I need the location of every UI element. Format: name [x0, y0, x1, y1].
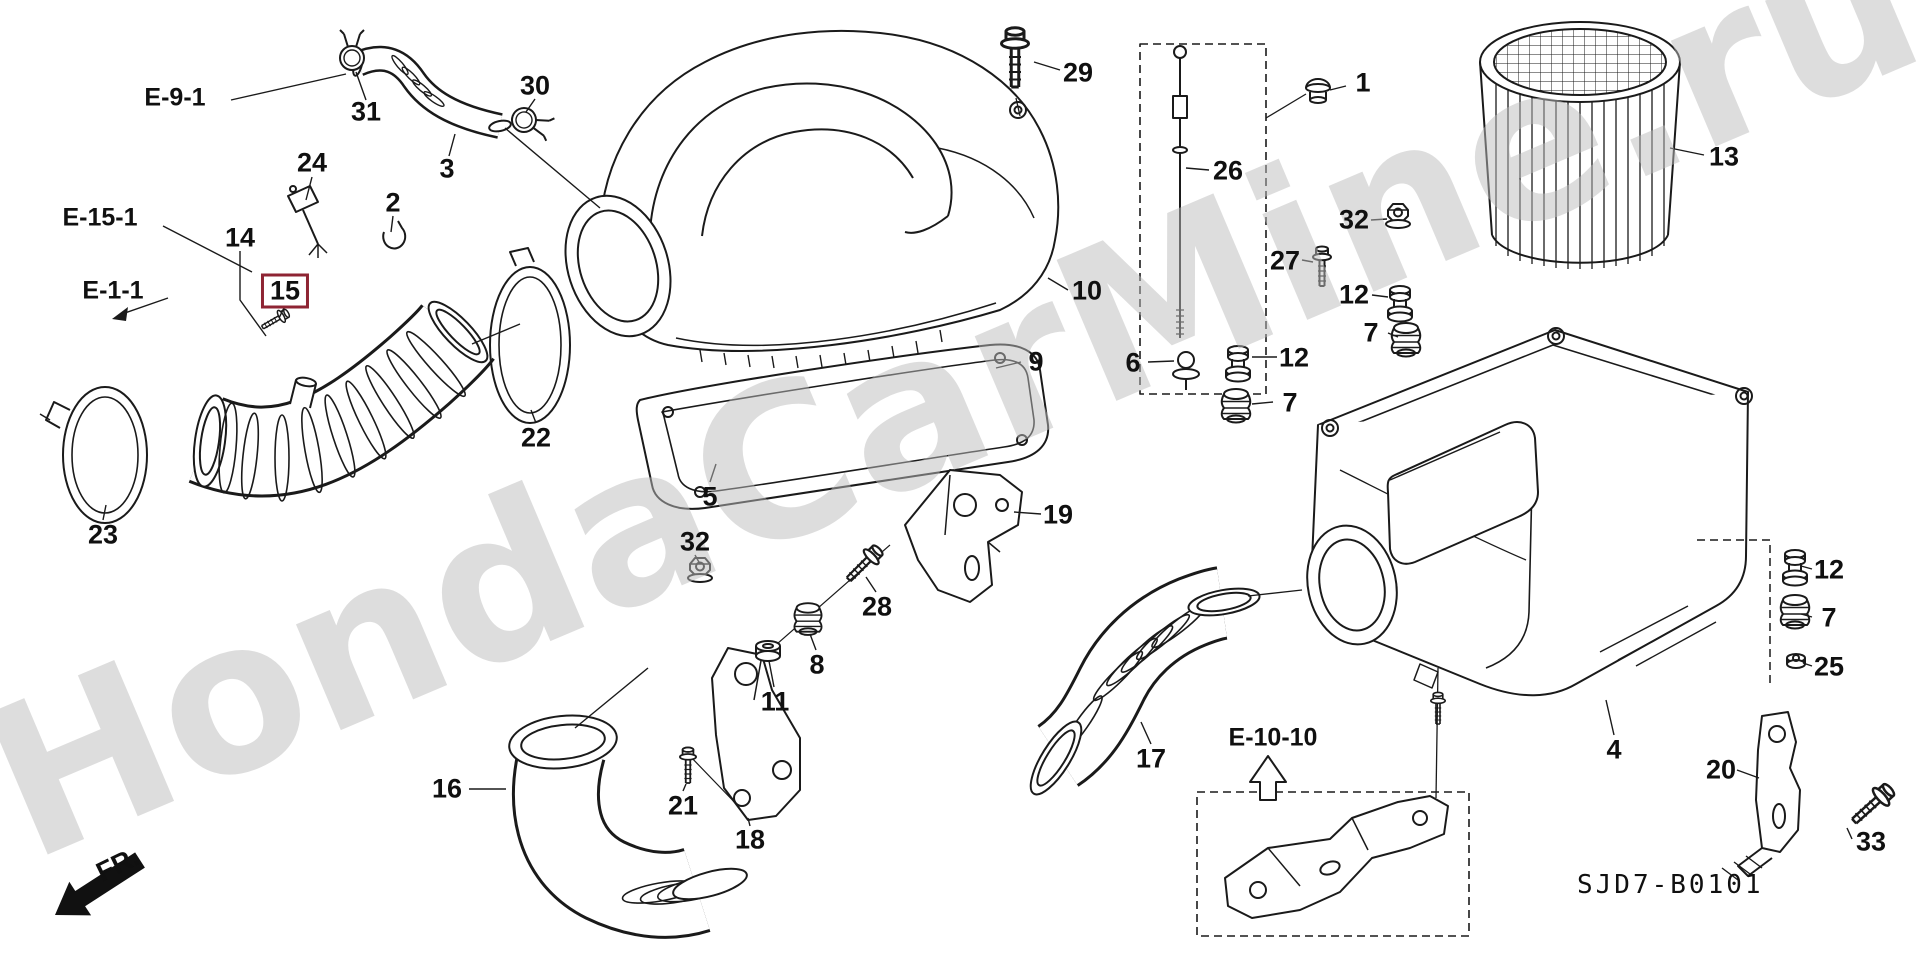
leader-lines — [102, 61, 1853, 840]
callout-23[interactable]: 23 — [87, 519, 119, 550]
callout-4[interactable]: 4 — [1606, 734, 1622, 765]
callout-16[interactable]: 16 — [431, 773, 463, 804]
callout-1[interactable]: 1 — [1355, 67, 1371, 98]
dashed-connector — [1697, 539, 1771, 688]
air-flow-tube-drawing — [188, 300, 495, 502]
ref-label-e-9-1[interactable]: E-9-1 — [144, 83, 206, 112]
e-1-1-arrowhead-icon — [112, 307, 128, 321]
bracket-19-drawing — [904, 469, 1023, 603]
callout-19[interactable]: 19 — [1042, 499, 1074, 530]
sensor-24-drawing — [287, 185, 328, 258]
callout-8[interactable]: 8 — [809, 649, 825, 680]
air-filter-element-drawing — [1479, 21, 1681, 269]
callout-6[interactable]: 6 — [1125, 347, 1141, 378]
rod-26-drawing — [1172, 45, 1188, 338]
callout-21[interactable]: 21 — [667, 790, 699, 821]
collar-11-drawing — [755, 640, 781, 662]
callout-25[interactable]: 25 — [1813, 651, 1845, 682]
stay-20-drawing — [1721, 711, 1801, 881]
air-tube-drawing — [1029, 566, 1303, 796]
callout-32[interactable]: 32 — [1338, 204, 1370, 235]
callout-18[interactable]: 18 — [734, 824, 766, 855]
callout-14[interactable]: 14 — [224, 222, 256, 253]
callout-12[interactable]: 12 — [1278, 342, 1310, 373]
ref-label-e-15-1[interactable]: E-15-1 — [62, 203, 138, 232]
ref-label-e-10-10[interactable]: E-10-10 — [1228, 723, 1318, 752]
grommet-1-drawing — [1305, 78, 1331, 104]
callout-15[interactable]: 15 — [260, 273, 310, 309]
air-cleaner-cover-drawing — [564, 29, 1060, 369]
callout-7[interactable]: 7 — [1363, 317, 1379, 348]
callout-31[interactable]: 31 — [350, 96, 382, 127]
callout-9[interactable]: 9 — [1028, 346, 1044, 377]
callout-32[interactable]: 32 — [679, 526, 711, 557]
air-cleaner-case-drawing — [1306, 327, 1753, 697]
subassembly-box-e10-10 — [1196, 791, 1470, 937]
up-arrow-icon — [1249, 755, 1287, 801]
callout-27[interactable]: 27 — [1269, 245, 1301, 276]
callout-17[interactable]: 17 — [1135, 743, 1167, 774]
e10-10-bracket-drawing — [1224, 795, 1449, 919]
fr-arrow-icon — [55, 852, 145, 916]
callout-7[interactable]: 7 — [1821, 602, 1837, 633]
callout-7[interactable]: 7 — [1282, 387, 1298, 418]
air-intake-duct-drawing — [508, 714, 748, 939]
diagram-code: SJD7-B0101 — [1577, 870, 1764, 900]
bracket-18-drawing — [711, 647, 801, 821]
callout-29[interactable]: 29 — [1062, 57, 1094, 88]
callout-30[interactable]: 30 — [519, 70, 551, 101]
callout-12[interactable]: 12 — [1813, 554, 1845, 585]
band-clamp-23-drawing — [39, 386, 148, 524]
washer-screw-6-drawing — [1172, 351, 1200, 390]
band-clamp-22-drawing — [489, 247, 571, 424]
subassembly-box-26 — [1139, 43, 1267, 395]
callout-26[interactable]: 26 — [1212, 155, 1244, 186]
callout-24[interactable]: 24 — [296, 147, 328, 178]
callout-2[interactable]: 2 — [385, 187, 401, 218]
callout-13[interactable]: 13 — [1708, 141, 1740, 172]
callout-28[interactable]: 28 — [861, 591, 893, 622]
callout-3[interactable]: 3 — [439, 153, 455, 184]
callout-12[interactable]: 12 — [1338, 279, 1370, 310]
callout-33[interactable]: 33 — [1855, 826, 1887, 857]
callout-11[interactable]: 11 — [760, 686, 790, 717]
callout-22[interactable]: 22 — [520, 422, 552, 453]
ref-label-e-1-1[interactable]: E-1-1 — [82, 276, 144, 305]
clip-2-drawing — [382, 220, 407, 250]
callout-10[interactable]: 10 — [1071, 275, 1103, 306]
callout-5[interactable]: 5 — [702, 481, 718, 512]
gasket-plate-drawing — [635, 343, 1050, 510]
callout-20[interactable]: 20 — [1705, 754, 1737, 785]
